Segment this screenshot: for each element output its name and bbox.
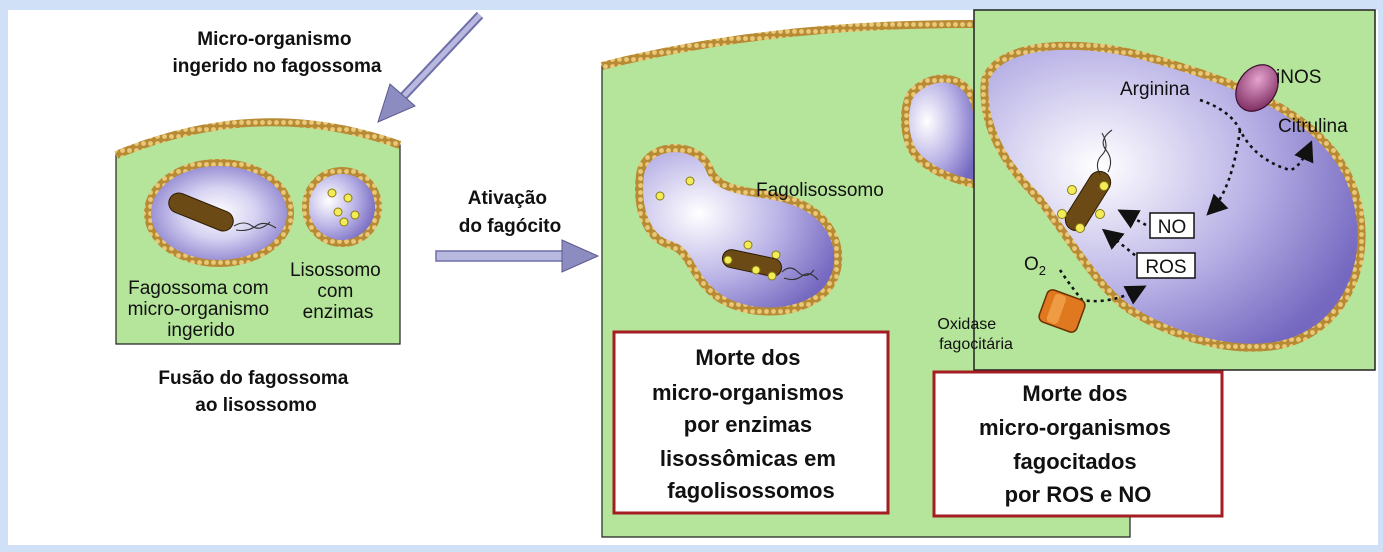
oxidase-label-line: Oxidase <box>937 316 996 333</box>
phagosome-label-line: micro-organismo <box>128 299 269 320</box>
phagolysosome <box>635 144 843 316</box>
oxidase-label-line: fagocitária <box>939 336 1013 353</box>
phagosome-label-line: ingerido <box>167 320 235 341</box>
activation-label-line: Ativação <box>468 188 547 209</box>
phagosome-label: Fagossoma com micro-organismo ingerido <box>128 278 275 341</box>
enzymes-box-line: por enzimas <box>684 412 812 437</box>
ros-no-box: Morte dos micro-organismos fagocitados p… <box>932 370 1224 518</box>
ros-label: ROS <box>1145 257 1186 278</box>
top-label: Micro-organismo ingerido no fagossoma <box>172 29 381 77</box>
phagosome <box>144 159 294 267</box>
lysosome-label-line: enzimas <box>303 302 374 323</box>
bacterium-icon <box>168 192 277 232</box>
lysosome-label-line: Lisossomo <box>290 260 381 281</box>
inos-label: iNOS <box>1276 67 1321 88</box>
enzymes-box: Morte dos micro-organismos por enzimas l… <box>612 330 890 515</box>
no-label: NO <box>1158 217 1187 238</box>
top-label-line: Micro-organismo <box>197 29 351 50</box>
lysosome-label: Lisossomo com enzimas <box>290 260 386 323</box>
oxidase-icon <box>1038 289 1086 333</box>
no-box: NO <box>1149 212 1195 239</box>
ros-no-box-line: Morte dos <box>1022 381 1127 406</box>
bacterium-icon <box>721 249 819 281</box>
o2-label-sub: 2 <box>1039 263 1046 278</box>
ros-box: ROS <box>1136 252 1196 279</box>
top-label-line: ingerido no fagossoma <box>172 56 381 77</box>
oxidase-label: Oxidase fagocitária <box>937 316 1013 353</box>
fusion-title-line: Fusão do fagossoma <box>158 368 348 389</box>
ros-no-box-text: Morte dos micro-organismos fagocitados p… <box>979 381 1177 507</box>
ros-no-box-line: por ROS e NO <box>1005 482 1152 507</box>
bacterium-icon <box>1057 129 1113 233</box>
enzymes-box-text: Morte dos micro-organismos por enzimas l… <box>652 345 850 503</box>
inset-panel <box>973 9 1376 371</box>
inos-enzyme <box>1235 64 1279 112</box>
ingestion-arrow <box>377 11 484 123</box>
lysosome <box>302 167 382 247</box>
enzymes-box-line: lisossômicas em <box>660 446 836 471</box>
enzymes-box-line: fagolisossomos <box>667 478 834 503</box>
activation-label-line: do fagócito <box>459 216 561 237</box>
ros-no-box-line: micro-organismos <box>979 415 1171 440</box>
ros-no-box-line: fagocitados <box>1013 449 1136 474</box>
phagosome-label-line: Fagossoma com <box>128 278 268 299</box>
arginina-label: Arginina <box>1120 79 1190 100</box>
fusion-title: Fusão do fagossoma ao lisossomo <box>158 368 353 416</box>
activation-label: Ativação do fagócito <box>459 188 561 237</box>
phagolysosome-label: Fagolisossomo <box>756 180 884 201</box>
enzymes-box-line: Morte dos <box>695 345 800 370</box>
lysosome-label-line: com <box>317 281 353 302</box>
fusion-title-line: ao lisossomo <box>195 395 316 416</box>
o2-label: O2 <box>1024 254 1046 278</box>
enzymes-box-line: micro-organismos <box>652 380 844 405</box>
background-vacuole <box>901 74 982 190</box>
activation-arrow <box>435 239 600 273</box>
o2-label-main: O <box>1024 254 1039 275</box>
citrulina-label: Citrulina <box>1278 116 1348 137</box>
